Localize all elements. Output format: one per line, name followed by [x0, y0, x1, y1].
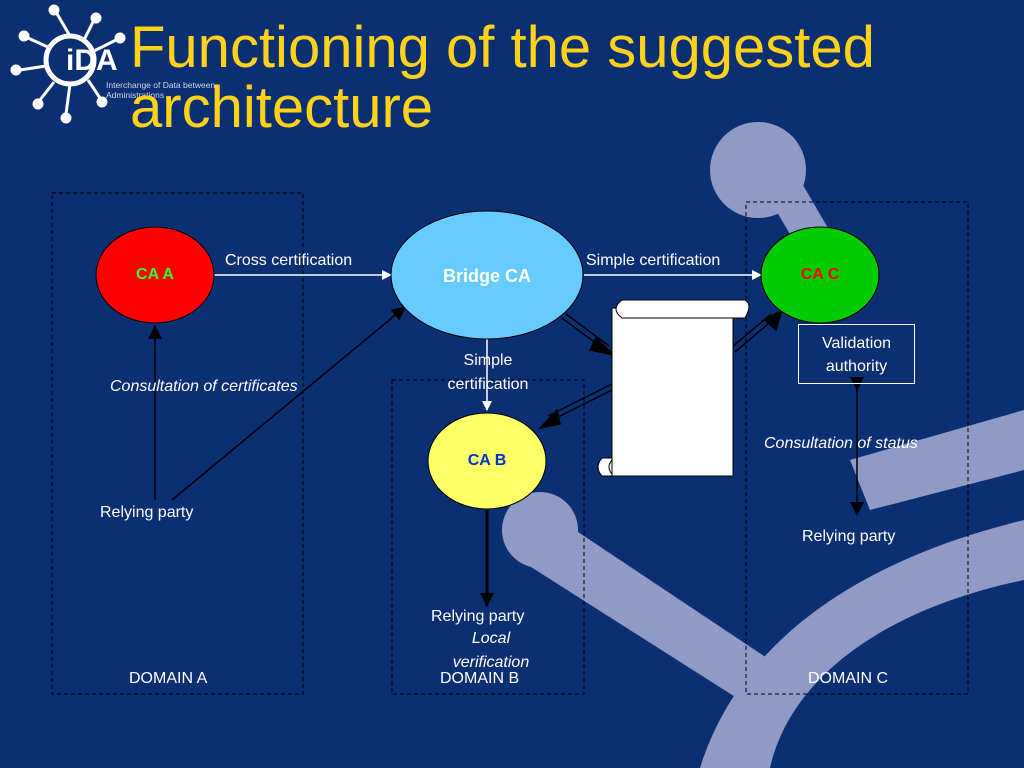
- page-title: Functioning of the suggested architectur…: [130, 15, 875, 140]
- ca-a-label: CA A: [136, 266, 174, 283]
- domain-b-box: [391, 379, 585, 695]
- bridge-ca-node: [390, 210, 584, 340]
- logo-subtitle: Interchange of Data between Administrati…: [106, 80, 216, 100]
- ca-a-node: [95, 226, 215, 324]
- decor-molecule: [502, 122, 1024, 768]
- cross-certification-label: Cross certification: [225, 252, 353, 269]
- relying-party-a-to-bridge: [171, 306, 406, 501]
- domain-b-label: DOMAIN B: [440, 670, 520, 687]
- consultation-certificates-label: Consultation of certificates: [110, 378, 298, 395]
- validation-authority-box: Validation authority: [798, 324, 915, 384]
- ca-b-node: [427, 412, 547, 510]
- logo-text: iDA: [66, 44, 118, 77]
- ca-c-node: [760, 226, 880, 324]
- bridge-ca-label: Bridge CA: [442, 266, 531, 286]
- simple-certification-c-label: Simple certification: [586, 252, 721, 269]
- relying-party-b: Relying party: [431, 608, 525, 625]
- scroll-arrows: [537, 308, 784, 430]
- ida-logo: [10, 4, 126, 124]
- local-verification-label: Local verification: [452, 630, 530, 671]
- relying-party-c: Relying party: [802, 528, 896, 545]
- ca-b-label: CA B: [467, 452, 507, 469]
- certificate-scroll-icon: [597, 299, 750, 477]
- consultation-status-label: Consultation of status: [764, 435, 918, 452]
- domain-a-label: DOMAIN A: [129, 670, 208, 687]
- relying-party-a: Relying party: [100, 504, 194, 521]
- ca-c-label: CA C: [800, 266, 840, 283]
- domain-c-label: DOMAIN C: [808, 670, 888, 687]
- domain-a-box: [51, 192, 304, 695]
- simple-certification-b-label: Simple certification: [447, 352, 529, 393]
